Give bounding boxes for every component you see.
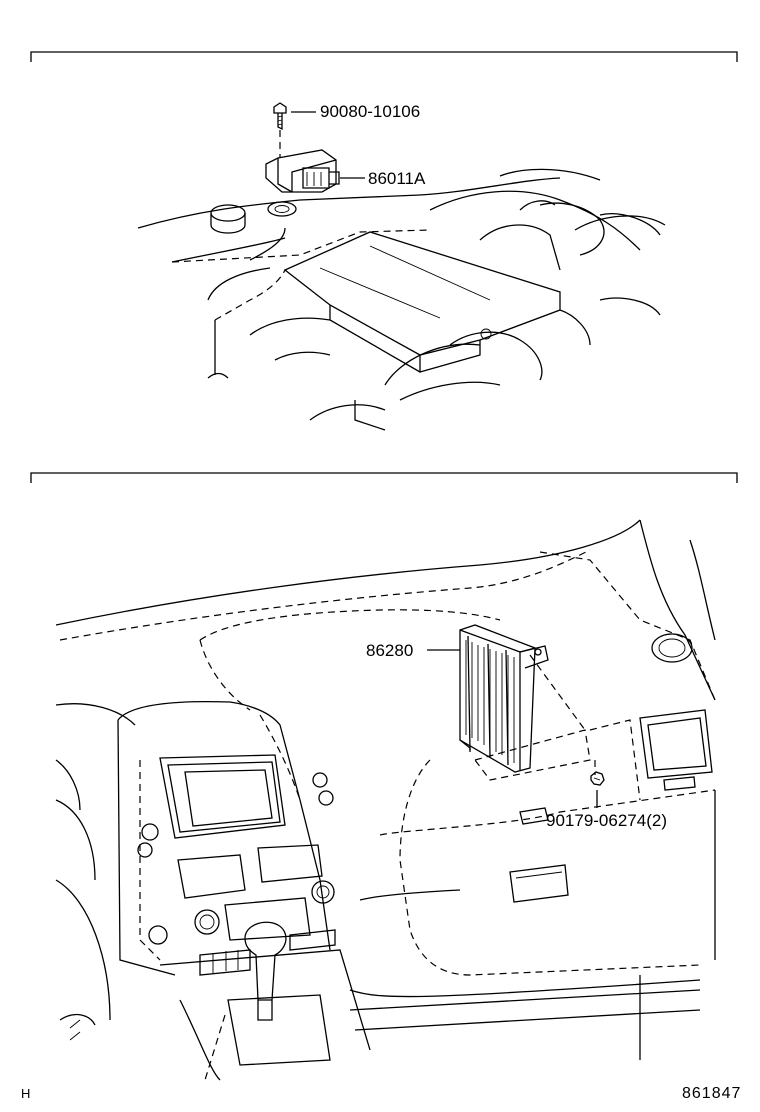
sensor-part-number-label: 86011A <box>368 169 426 188</box>
region-code: H <box>21 1086 31 1101</box>
dashboard-illustration <box>55 519 716 1081</box>
engine-bay-illustration <box>137 102 666 431</box>
bolt-part-number-label: 90080-10106 <box>320 102 421 121</box>
upper-panel-frame <box>30 51 738 62</box>
clip-icon <box>590 771 605 786</box>
amplifier-unit <box>459 624 549 773</box>
lower-panel-frame <box>30 472 738 483</box>
diagram-reference-number: 861847 <box>682 1085 742 1102</box>
clip-part-number-label: 90179-06274(2) <box>546 811 667 830</box>
bolt-icon <box>273 102 287 131</box>
amplifier-part-number-label: 86280 <box>366 641 414 660</box>
sensor-body <box>265 149 340 193</box>
